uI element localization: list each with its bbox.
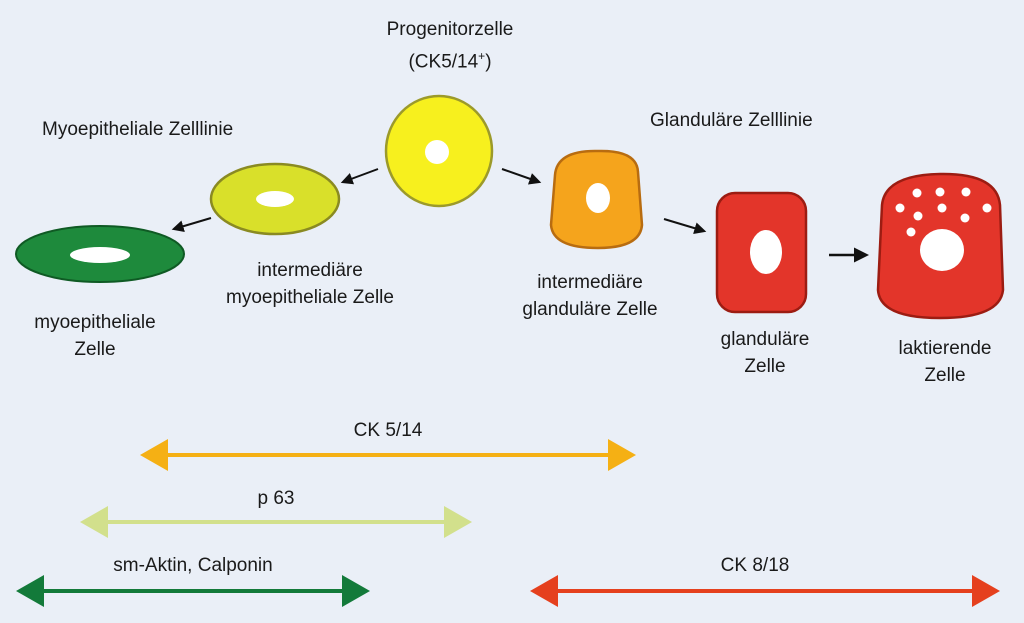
sm-actin-label: sm-Aktin, Calponin	[113, 555, 273, 576]
glandular-cell-label-line2: Zelle	[744, 356, 786, 377]
myoepithelial-lineage-label: Myoepitheliale Zelllinie	[42, 119, 234, 140]
intermediate-gland-label-line1: intermediäre	[537, 272, 643, 293]
intermediate-myo-label-line2: myoepitheliale Zelle	[226, 287, 394, 308]
progenitor-label-line2: (CK5/14+)	[350, 43, 550, 75]
intermediate-gland-label-line2: glanduläre Zelle	[522, 299, 658, 320]
intermediate-myoepithelial-label: intermediäre myoepitheliale Zelle	[200, 257, 420, 311]
intermediate-myo-label-line1: intermediäre	[257, 260, 363, 281]
arrow-intermediate-to-glandular	[663, 218, 707, 234]
intermediate-glandular-cell	[549, 149, 644, 250]
arrow-progenitor-to-intermediate-gland	[501, 168, 542, 185]
glandular-cell	[715, 191, 808, 314]
p63-label: p 63	[257, 488, 295, 509]
myoepithelial-cell-label: myoepitheliale Zelle	[0, 309, 190, 363]
glandular-cell-label-line1: glanduläre	[720, 329, 810, 350]
intermediate-glandular-label: intermediäre glanduläre Zelle	[490, 269, 690, 323]
sm-actin-range-arrow	[16, 575, 370, 607]
marker-sup: +	[478, 49, 486, 63]
ck818-label: CK 8/18	[720, 555, 790, 576]
myoepithelial-cell-label-line1: myoepitheliale	[34, 312, 156, 333]
marker-base: (CK5/14	[408, 51, 479, 73]
progenitor-label: Progenitorzelle (CK5/14+)	[350, 16, 550, 75]
glandular-cell-label: glanduläre Zelle	[690, 326, 840, 380]
progenitor-cell	[384, 94, 494, 208]
myoepithelial-cell-label-line2: Zelle	[74, 339, 116, 360]
lactating-cell-label-line1: laktierende	[898, 338, 992, 359]
ck514-label: CK 5/14	[353, 420, 423, 441]
arrow-intermediate-to-myoepithelial	[171, 217, 212, 233]
myoepithelial-cell	[15, 225, 185, 283]
ck514-range-arrow	[140, 439, 636, 471]
marker-end: )	[485, 51, 492, 73]
lactating-cell-label-line2: Zelle	[924, 365, 966, 386]
progenitor-label-line1: Progenitorzelle	[386, 19, 514, 40]
p63-range-arrow	[80, 506, 472, 538]
arrow-progenitor-to-intermediate-myo	[340, 168, 379, 185]
ck818-range-arrow	[530, 575, 1000, 607]
intermediate-myoepithelial-cell	[209, 162, 341, 236]
lactating-cell	[876, 172, 1005, 320]
glandular-lineage-label: Glanduläre Zelllinie	[650, 110, 813, 131]
lactating-cell-label: laktierende Zelle	[870, 335, 1020, 389]
